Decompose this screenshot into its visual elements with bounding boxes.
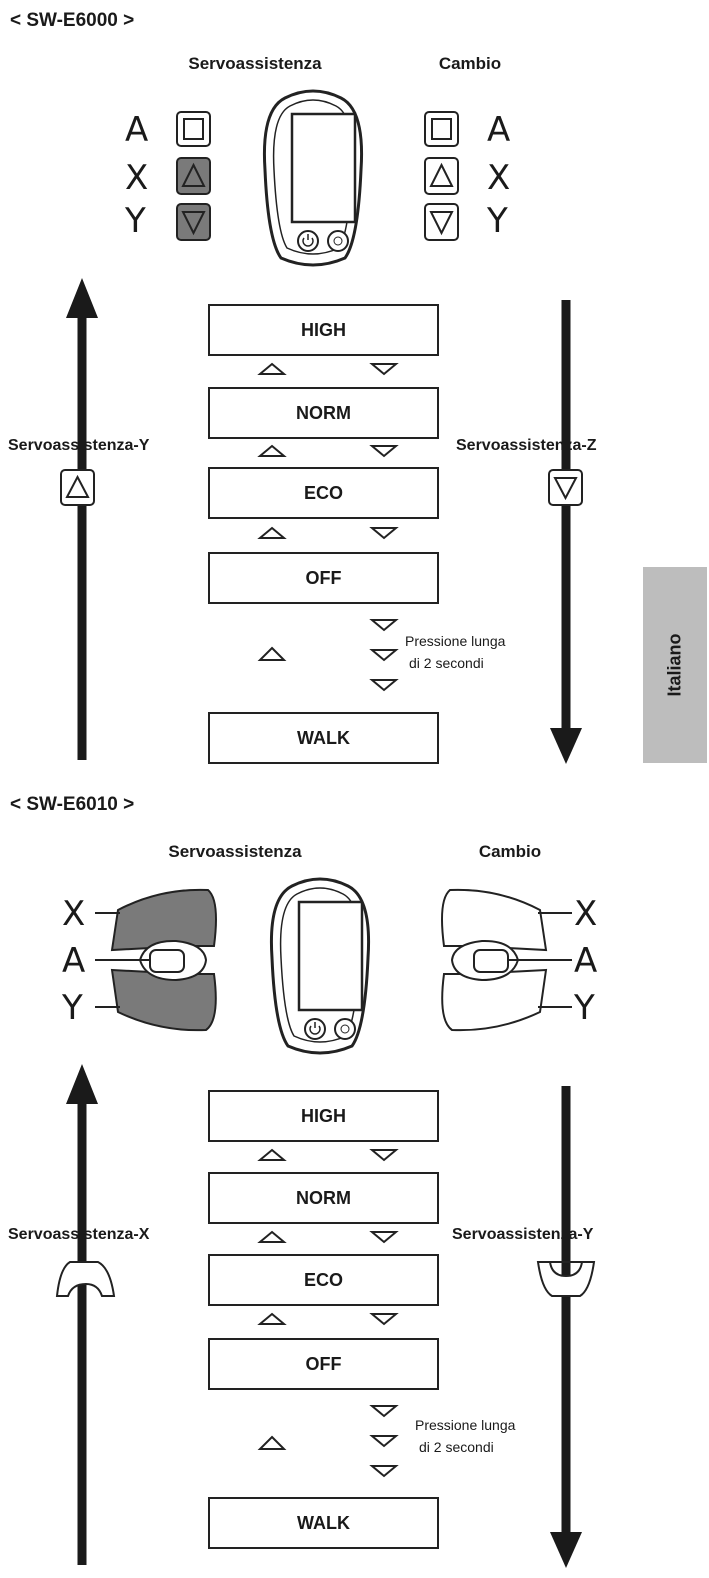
right-letter-a: A xyxy=(574,941,598,981)
mode-eco: ECO xyxy=(208,1254,439,1306)
assist-header: Servoassistenza xyxy=(188,54,322,73)
mode-off: OFF xyxy=(208,552,439,604)
right-letter-a: A xyxy=(487,110,511,150)
transition-triangles-icon xyxy=(257,1148,399,1478)
mode-high: HIGH xyxy=(208,304,439,356)
side-down-button-icon xyxy=(548,469,583,506)
left-letter-y: Y xyxy=(125,201,146,241)
left-letter-y: Y xyxy=(62,988,83,1028)
shift-button-x-icon xyxy=(424,157,459,195)
model-title-sw-e6010: < SW-E6010 > xyxy=(10,794,135,815)
up-arrow-icon xyxy=(66,1064,98,1565)
right-letter-y: Y xyxy=(487,201,508,241)
left-letter-x: X xyxy=(125,158,149,198)
lever-x-icon xyxy=(55,1261,116,1297)
display-unit-icon xyxy=(269,877,371,1055)
model-title-sw-e6000: < SW-E6000 > xyxy=(10,10,135,31)
assist-button-y-icon xyxy=(176,203,211,241)
shift-header: Cambio xyxy=(478,842,542,861)
assist-button-a-icon xyxy=(176,111,211,147)
shift-lever-icon xyxy=(441,888,572,1032)
down-label: Servoassistenza-Y xyxy=(452,1226,594,1243)
long-press-note-2: Pressione lunga di 2 secondi xyxy=(415,1417,516,1455)
down-label: Servoassistenza-Z xyxy=(456,437,597,454)
right-letter-x: X xyxy=(574,894,598,934)
mode-off: OFF xyxy=(208,1338,439,1390)
side-up-button-icon xyxy=(60,469,95,506)
mode-norm: NORM xyxy=(208,387,439,439)
shift-header: Cambio xyxy=(438,54,502,73)
left-letter-a: A xyxy=(62,941,86,981)
mode-norm: NORM xyxy=(208,1172,439,1224)
right-letter-y: Y xyxy=(574,988,595,1028)
long-press-note-1: Pressione lunga di 2 secondi xyxy=(405,633,506,671)
lever-y-icon xyxy=(536,1261,596,1297)
mode-high: HIGH xyxy=(208,1090,439,1142)
down-arrow-icon xyxy=(550,300,582,764)
mode-walk: WALK xyxy=(208,1497,439,1549)
right-letter-x: X xyxy=(487,158,511,198)
shift-button-a-icon xyxy=(424,111,459,147)
down-arrow-icon xyxy=(550,1086,582,1568)
assist-lever-icon xyxy=(95,888,217,1032)
language-tab: Italiano xyxy=(643,567,707,763)
shift-button-y-icon xyxy=(424,203,459,241)
left-letter-x: X xyxy=(62,894,86,934)
up-arrow-icon xyxy=(66,278,98,760)
assist-header: Servoassistenza xyxy=(168,842,302,861)
mode-walk: WALK xyxy=(208,712,439,764)
mode-eco: ECO xyxy=(208,467,439,519)
display-unit-icon xyxy=(262,89,364,267)
assist-button-x-icon xyxy=(176,157,211,195)
transition-triangles-icon xyxy=(257,362,399,692)
left-letter-a: A xyxy=(125,110,149,150)
